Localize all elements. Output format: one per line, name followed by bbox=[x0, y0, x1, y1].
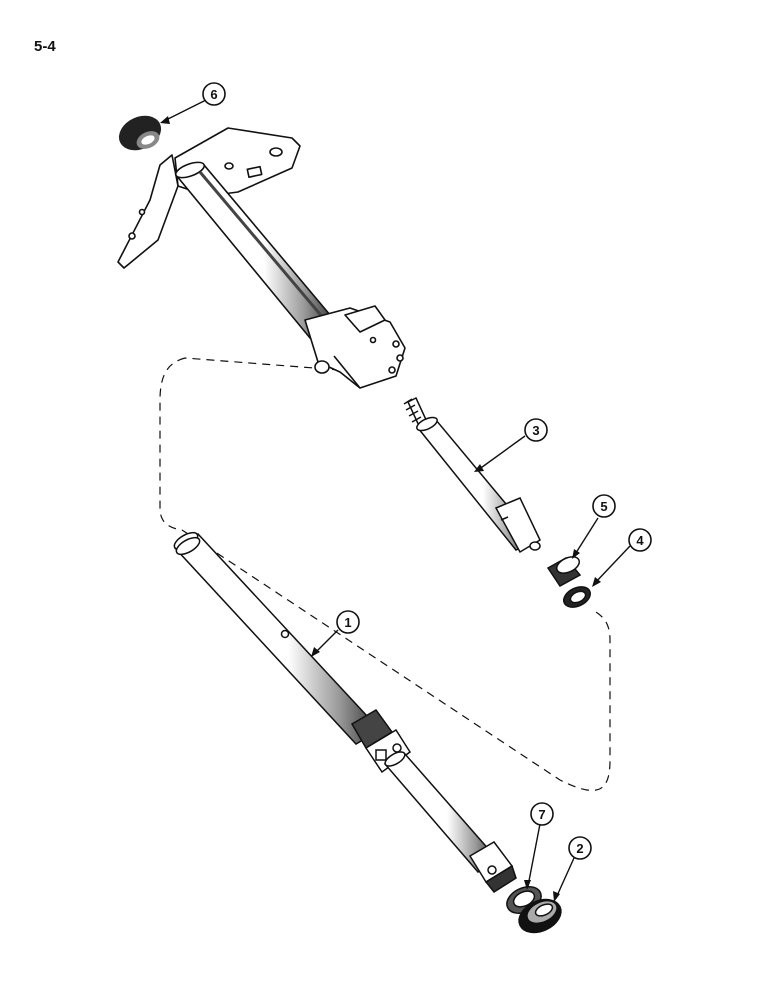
callout-1-label: 1 bbox=[344, 615, 351, 630]
callout-3-label: 3 bbox=[532, 423, 539, 438]
column-lower-saddle bbox=[304, 305, 406, 389]
callout-7: 7 bbox=[524, 802, 554, 890]
callout-5: 5 bbox=[572, 494, 616, 559]
callout-1: 1 bbox=[311, 610, 360, 657]
callout-6-label: 6 bbox=[210, 87, 217, 102]
callout-7-label: 7 bbox=[538, 807, 545, 822]
callout-6: 6 bbox=[160, 82, 226, 124]
intermediate-shaft-part-3 bbox=[403, 396, 541, 554]
sleeve-part-5 bbox=[546, 556, 582, 587]
upper-column-tube bbox=[174, 161, 338, 340]
washer-part-4 bbox=[563, 586, 591, 608]
callout-2-label: 2 bbox=[576, 841, 583, 856]
bearing-part-2 bbox=[518, 898, 562, 934]
callout-4: 4 bbox=[592, 528, 652, 587]
callout-5-label: 5 bbox=[600, 499, 607, 514]
steering-shaft-part-1 bbox=[173, 531, 517, 893]
page-number: 5-4 bbox=[34, 38, 56, 55]
bushing-part-6 bbox=[118, 115, 162, 151]
callout-3: 3 bbox=[474, 418, 548, 472]
callout-2: 2 bbox=[553, 836, 592, 902]
callout-4-label: 4 bbox=[636, 533, 644, 548]
assembly-dashed-line bbox=[159, 357, 611, 791]
